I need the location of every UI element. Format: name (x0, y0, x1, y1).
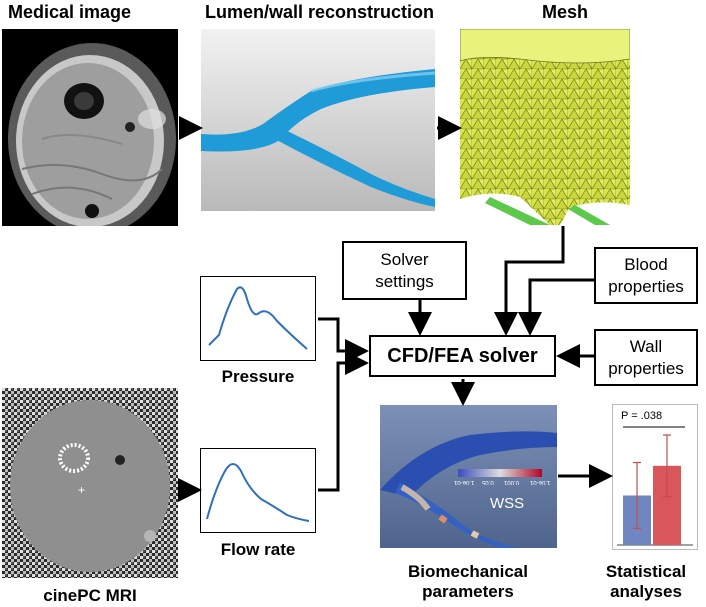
mesh-image (460, 29, 630, 225)
header-mesh: Mesh (542, 2, 589, 22)
error-bar-1 (663, 434, 671, 498)
solver-settings-line1: Solver (380, 250, 429, 270)
arrow-flow-to-solver (318, 351, 369, 492)
arrow-mesh-to-solver (494, 226, 565, 336)
cfd-fea-solver-box: CFD/FEA solver (369, 335, 556, 377)
biomechanical-line1: Biomechanical (408, 562, 528, 581)
arrow-blood-to-solver (518, 278, 594, 336)
wss-result-image: WSS 1.0e-01 0.05 0.001 1.0e-01 (380, 405, 557, 548)
cinepc-label: cinePC MRI (43, 586, 137, 605)
wss-colorbar-tick-2: 0.001 (504, 479, 520, 485)
wss-colorbar-tick-1: 0.05 (482, 479, 494, 485)
wall-properties-line2: properties (608, 358, 684, 378)
solver-settings-box: Solver settings (342, 241, 467, 300)
blood-properties-line2: properties (608, 276, 684, 296)
p-value-label: P = .038 (621, 410, 663, 422)
cinepc-mri-image: + (2, 388, 178, 578)
biomechanical-label: Biomechanical parameters (370, 562, 566, 603)
pressure-label: Pressure (221, 367, 295, 386)
wall-properties-line1: Wall (629, 337, 663, 357)
header-lumen-wall: Lumen/wall reconstruction (205, 2, 435, 22)
wss-label: WSS (490, 495, 525, 512)
wss-colorbar-tick-0: 1.0e-01 (454, 479, 475, 485)
flow-rate-label: Flow rate (220, 540, 296, 559)
arrow-pressure-to-solver (318, 317, 369, 363)
lumen-reconstruction-image (201, 29, 435, 211)
mri-image (2, 29, 178, 226)
svg-text:+: + (78, 483, 85, 497)
header-medical-image: Medical image (8, 2, 132, 22)
solver-settings-line2: settings (375, 271, 434, 291)
blood-properties-line1: Blood (624, 255, 668, 275)
pressure-waveform (200, 276, 316, 361)
statistical-line2: analyses (610, 582, 682, 602)
blood-properties-box: Blood properties (594, 247, 698, 304)
flow-rate-waveform (200, 448, 316, 533)
biomechanical-line2: parameters (422, 582, 514, 602)
wss-colorbar-tick-3: 1.0e-01 (530, 479, 551, 485)
error-bar-0 (633, 461, 641, 530)
statistics-chart: P = .038 (612, 404, 698, 550)
statistical-line1: Statistical (605, 562, 687, 581)
wall-properties-box: Wall properties (594, 329, 698, 386)
statistical-label: Statistical analyses (590, 562, 702, 603)
